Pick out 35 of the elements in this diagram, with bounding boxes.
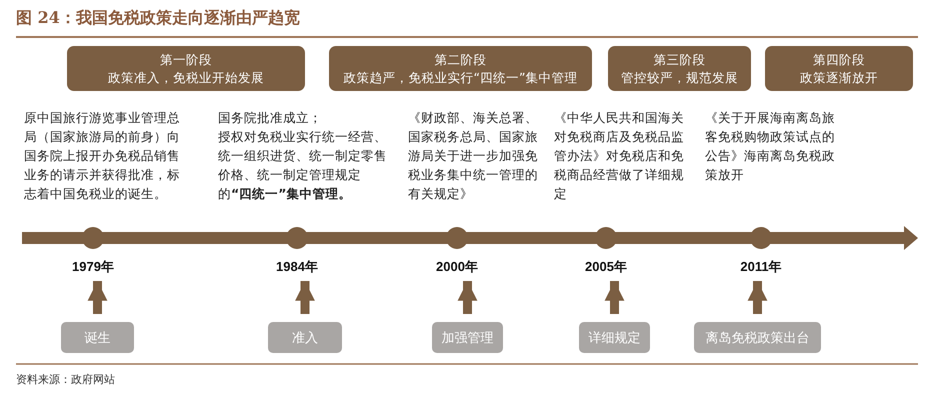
up-arrow — [604, 281, 624, 314]
milestone-tag: 详细规定 — [579, 322, 650, 353]
description-text: 《中华人民共和国海关对免税商店及免税品监管办法》对免税店和免税商品经营做了详细规定 — [554, 109, 685, 203]
year-label: 2011年 — [731, 258, 791, 276]
stage-banner — [608, 46, 751, 91]
description-text: 《财政部、海关总署、国家税务总局、国家旅游局关于进一步加强免税业务集中统一管理的有关规定》 — [408, 109, 539, 203]
figure-title: 图 24：我国免税政策走向逐渐由严趋宽 — [16, 8, 300, 29]
description-text: 国务院批准成立； — [218, 109, 323, 127]
stage-banner — [765, 46, 913, 91]
description-text: 授权对免税业实行统一经营、统一组织进货、统一制定零售价格、统一制定管理规定的“四统一”集中管理。 — [218, 128, 388, 203]
stage-heading: 第一阶段 — [159, 50, 213, 68]
stage-description: 政策逐渐放开 — [799, 68, 879, 86]
stage-description: 政策趋严，免税业实行“四统一”集中管理 — [342, 68, 578, 86]
year-label: 2000年 — [427, 258, 487, 276]
year-label: 1984年 — [267, 258, 327, 276]
stage-heading: 第三阶段 — [652, 50, 706, 68]
milestone-tag: 离岛免税政策出台 — [694, 322, 821, 353]
stage-heading: 第四阶段 — [812, 50, 866, 68]
stage-banner — [67, 46, 305, 91]
milestone-tag: 加强管理 — [432, 322, 503, 353]
milestone-tag: 准入 — [268, 322, 342, 353]
description-text: 原中国旅行游览事业管理总局（国家旅游局的前身）向国务院上报开办免税品销售业务的请示并获得批准，标志着中国免税业的诞生。 — [24, 109, 181, 203]
source-note: 资料来源：政府网站 — [16, 372, 115, 387]
up-arrow — [748, 281, 768, 314]
up-arrow — [295, 281, 315, 314]
stage-description: 政策准入，免税业开始发展 — [107, 68, 265, 86]
year-label: 2005年 — [576, 258, 636, 276]
stage-heading: 第二阶段 — [434, 50, 488, 68]
stage-description: 管控较严，规范发展 — [620, 68, 739, 86]
milestone-tag: 诞生 — [61, 322, 134, 353]
description-text: 《关于开展海南离岛旅客免税购物政策试点的公告》海南离岛免税政策放开 — [705, 109, 836, 184]
up-arrow — [458, 281, 478, 314]
stage-banner — [329, 46, 592, 91]
year-label: 1979年 — [63, 258, 123, 276]
up-arrow — [88, 281, 108, 314]
